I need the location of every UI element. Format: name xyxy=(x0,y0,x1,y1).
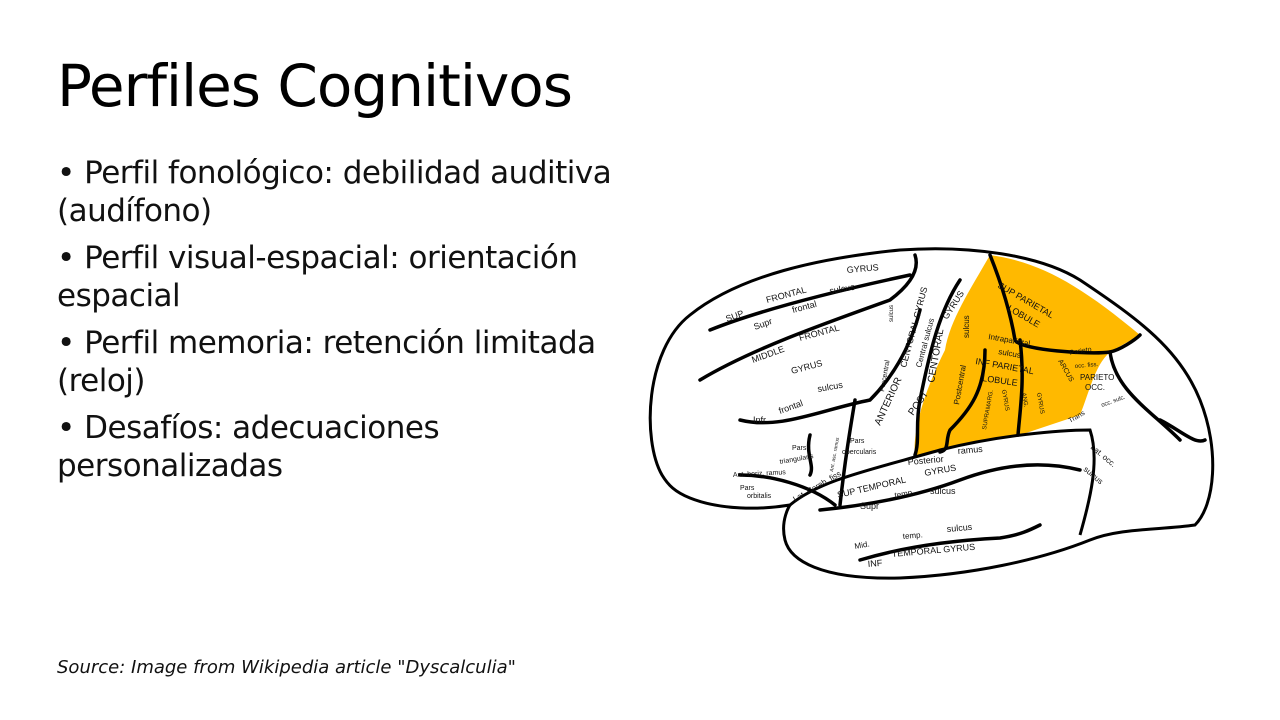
brain-label: sulcus xyxy=(829,282,856,296)
brain-label: Infr xyxy=(753,415,766,425)
brain-label: Ant. horiz. ramus xyxy=(733,469,787,479)
brain-label: sulcus xyxy=(946,522,973,534)
temporal-outline xyxy=(789,428,1096,536)
bullet-item: • Desafíos: adecuaciones personalizadas xyxy=(57,410,440,484)
brain-label: sulcus xyxy=(817,380,844,394)
brain-label: GYRUS xyxy=(1000,389,1010,411)
brain-label: Mid. xyxy=(854,539,870,550)
brain-label: OCC. xyxy=(1085,383,1105,392)
brain-label: occ. fiss. xyxy=(1075,362,1099,370)
brain-diagram: SUPFRONTALGYRUSSuprfrontalsulcusMIDDLEFR… xyxy=(648,247,1215,580)
sulci xyxy=(698,253,1207,562)
brain-label: PARIETO - xyxy=(1080,373,1120,382)
brain-label: sulcus xyxy=(930,486,956,496)
brain-label: Posterior xyxy=(907,454,944,467)
bullet-item: • Perfil memoria: retención limitada (re… xyxy=(57,325,596,399)
brain-label: temp. xyxy=(902,530,923,541)
brain-label: INF xyxy=(867,558,883,569)
bullet-item: • Perfil visual-espacial: orientación es… xyxy=(57,240,578,314)
brain-label: Pars xyxy=(850,438,865,445)
brain-label: orbitalis xyxy=(747,493,772,500)
brain-label: ramus xyxy=(957,444,983,456)
brain-label: sulcus xyxy=(889,305,895,322)
slide-title: Perfiles Cognitivos xyxy=(57,52,573,120)
brain-labels: SUPFRONTALGYRUSSuprfrontalsulcusMIDDLEFR… xyxy=(724,262,1126,569)
brain-label: GYRUS xyxy=(846,262,879,275)
bullet-list: • Perfil fonológico: debilidad auditiva … xyxy=(57,154,617,494)
image-source-caption: Source: Image from Wikipedia article "Dy… xyxy=(57,657,516,678)
brain-label: sulcus xyxy=(962,315,971,338)
brain-illustration xyxy=(648,247,1215,580)
brain-label: LOBULE xyxy=(982,373,1019,388)
brain-label: opercularis xyxy=(842,449,877,456)
brain-label: Supr xyxy=(860,501,879,511)
brain-label: Pars xyxy=(740,485,755,492)
brain-label: Pars xyxy=(792,445,807,452)
brain-label: temp. xyxy=(894,488,915,500)
brain-label: Parieto xyxy=(1069,346,1092,357)
brain-label: sulcus xyxy=(998,347,1022,360)
bullet-item: • Perfil fonológico: debilidad auditiva … xyxy=(57,155,612,229)
brain-label: ANG. xyxy=(1020,392,1029,408)
brain-label: GYRUS xyxy=(1035,392,1045,414)
